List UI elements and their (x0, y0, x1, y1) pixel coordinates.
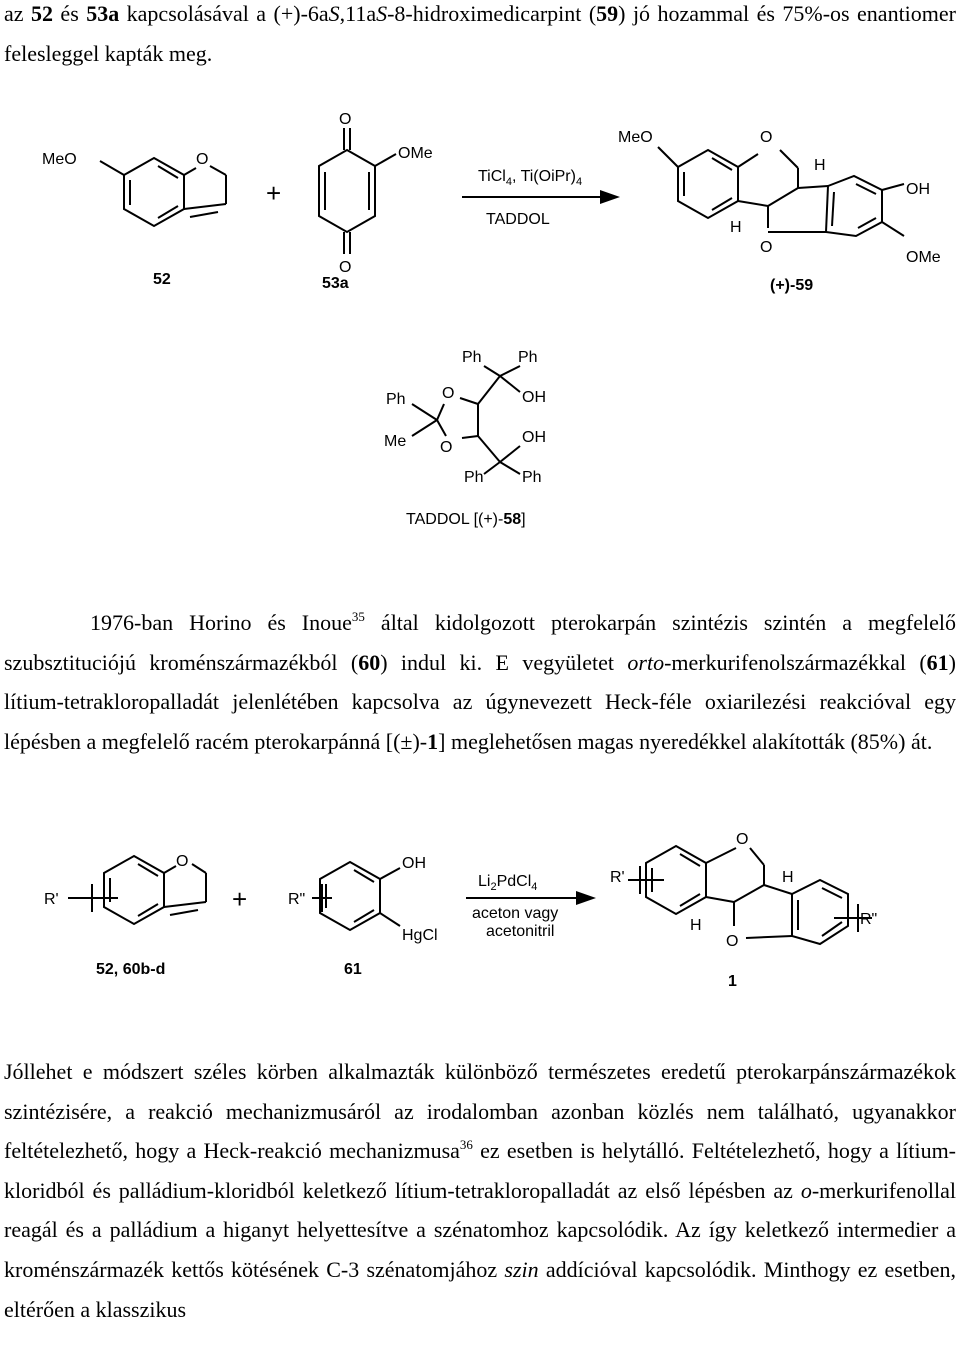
mercurophenol-61: R" OH HgCl 61 (288, 855, 438, 978)
reagent-taddol: TADDOL (486, 211, 550, 228)
svg-text:53a: 53a (322, 275, 349, 292)
paragraph-horino-inoue: 1976-ban Horino és Inoue35 által kidolgo… (4, 609, 956, 754)
svg-text:O: O (176, 853, 188, 870)
svg-text:OMe: OMe (906, 249, 941, 266)
svg-text:R': R' (44, 891, 59, 908)
svg-text:Ph: Ph (464, 469, 484, 486)
svg-text:R": R" (288, 891, 305, 908)
svg-text:O: O (760, 129, 772, 146)
svg-text:52: 52 (153, 271, 171, 288)
svg-text:Ph: Ph (522, 469, 542, 486)
svg-text:MeO: MeO (618, 129, 653, 146)
reaction-scheme-heck: R' O 52, 60b-d + R" OH HgCl 61 Li2PdCl4 … (44, 831, 877, 990)
svg-text:R': R' (610, 869, 625, 886)
svg-text:MeO: MeO (42, 151, 77, 168)
svg-text:OH: OH (906, 181, 930, 198)
svg-text:HgCl: HgCl (402, 927, 438, 944)
taddol-caption: TADDOL [(+)-58] (406, 511, 526, 528)
taddol-structure: Ph Me O O Ph Ph OH OH Ph Ph TADDOL [(+)-… (384, 349, 546, 528)
svg-text:(+)-59: (+)-59 (770, 277, 813, 294)
svg-text:52, 60b-d: 52, 60b-d (96, 961, 165, 978)
svg-text:H: H (730, 219, 742, 236)
svg-text:1: 1 (728, 973, 737, 990)
reagent-li2pdcl4: Li2PdCl4 (478, 873, 537, 893)
svg-text:H: H (690, 917, 702, 934)
reagent-ticl4: TiCl4, Ti(OiPr)4 (478, 168, 582, 188)
reaction-arrow (462, 190, 620, 204)
paragraph-mechanism: Jóllehet e módszert széles körben alkalm… (4, 1059, 957, 1322)
reagent-solvent-2: acetonitril (486, 923, 554, 940)
svg-text:O: O (440, 439, 452, 456)
svg-text:O: O (736, 831, 748, 848)
svg-text:OH: OH (522, 429, 546, 446)
chromene-52-60b-d: R' O 52, 60b-d (44, 853, 207, 978)
svg-text:O: O (726, 933, 738, 950)
svg-text:R": R" (860, 911, 877, 928)
svg-text:Ph: Ph (518, 349, 538, 366)
svg-text:H: H (814, 157, 826, 174)
plus-sign-2: + (232, 884, 247, 914)
svg-text:Me: Me (384, 433, 406, 450)
svg-text:H: H (782, 869, 794, 886)
quinone-53a: O O OMe 53a (318, 111, 433, 292)
paragraph-intro: az 52 és 53a kapcsolásával a (+)-6aS,11a… (4, 1, 956, 66)
reagent-solvent-1: aceton vagy (472, 905, 558, 922)
svg-text:O: O (442, 385, 454, 402)
plus-sign: + (266, 178, 281, 208)
svg-text:OH: OH (522, 389, 546, 406)
svg-text:OMe: OMe (398, 145, 433, 162)
svg-text:61: 61 (344, 961, 362, 978)
svg-text:O: O (339, 111, 351, 128)
svg-text:O: O (760, 239, 772, 256)
reaction-scheme-medicarpin: MeO O 52 + O O OMe 53a TiCl4, Ti(OiPr)4 … (42, 111, 941, 294)
reaction-arrow-2 (466, 891, 596, 905)
svg-text:O: O (339, 259, 351, 276)
svg-text:O: O (196, 151, 208, 168)
chromene-52: MeO O 52 (42, 151, 227, 288)
svg-text:Ph: Ph (462, 349, 482, 366)
pterocarpan-59: MeO O H H O OH OMe (+)-59 (618, 129, 941, 294)
svg-text:Ph: Ph (386, 391, 406, 408)
pterocarpan-1: R' O H H O R" 1 (610, 831, 877, 990)
svg-text:OH: OH (402, 855, 426, 872)
